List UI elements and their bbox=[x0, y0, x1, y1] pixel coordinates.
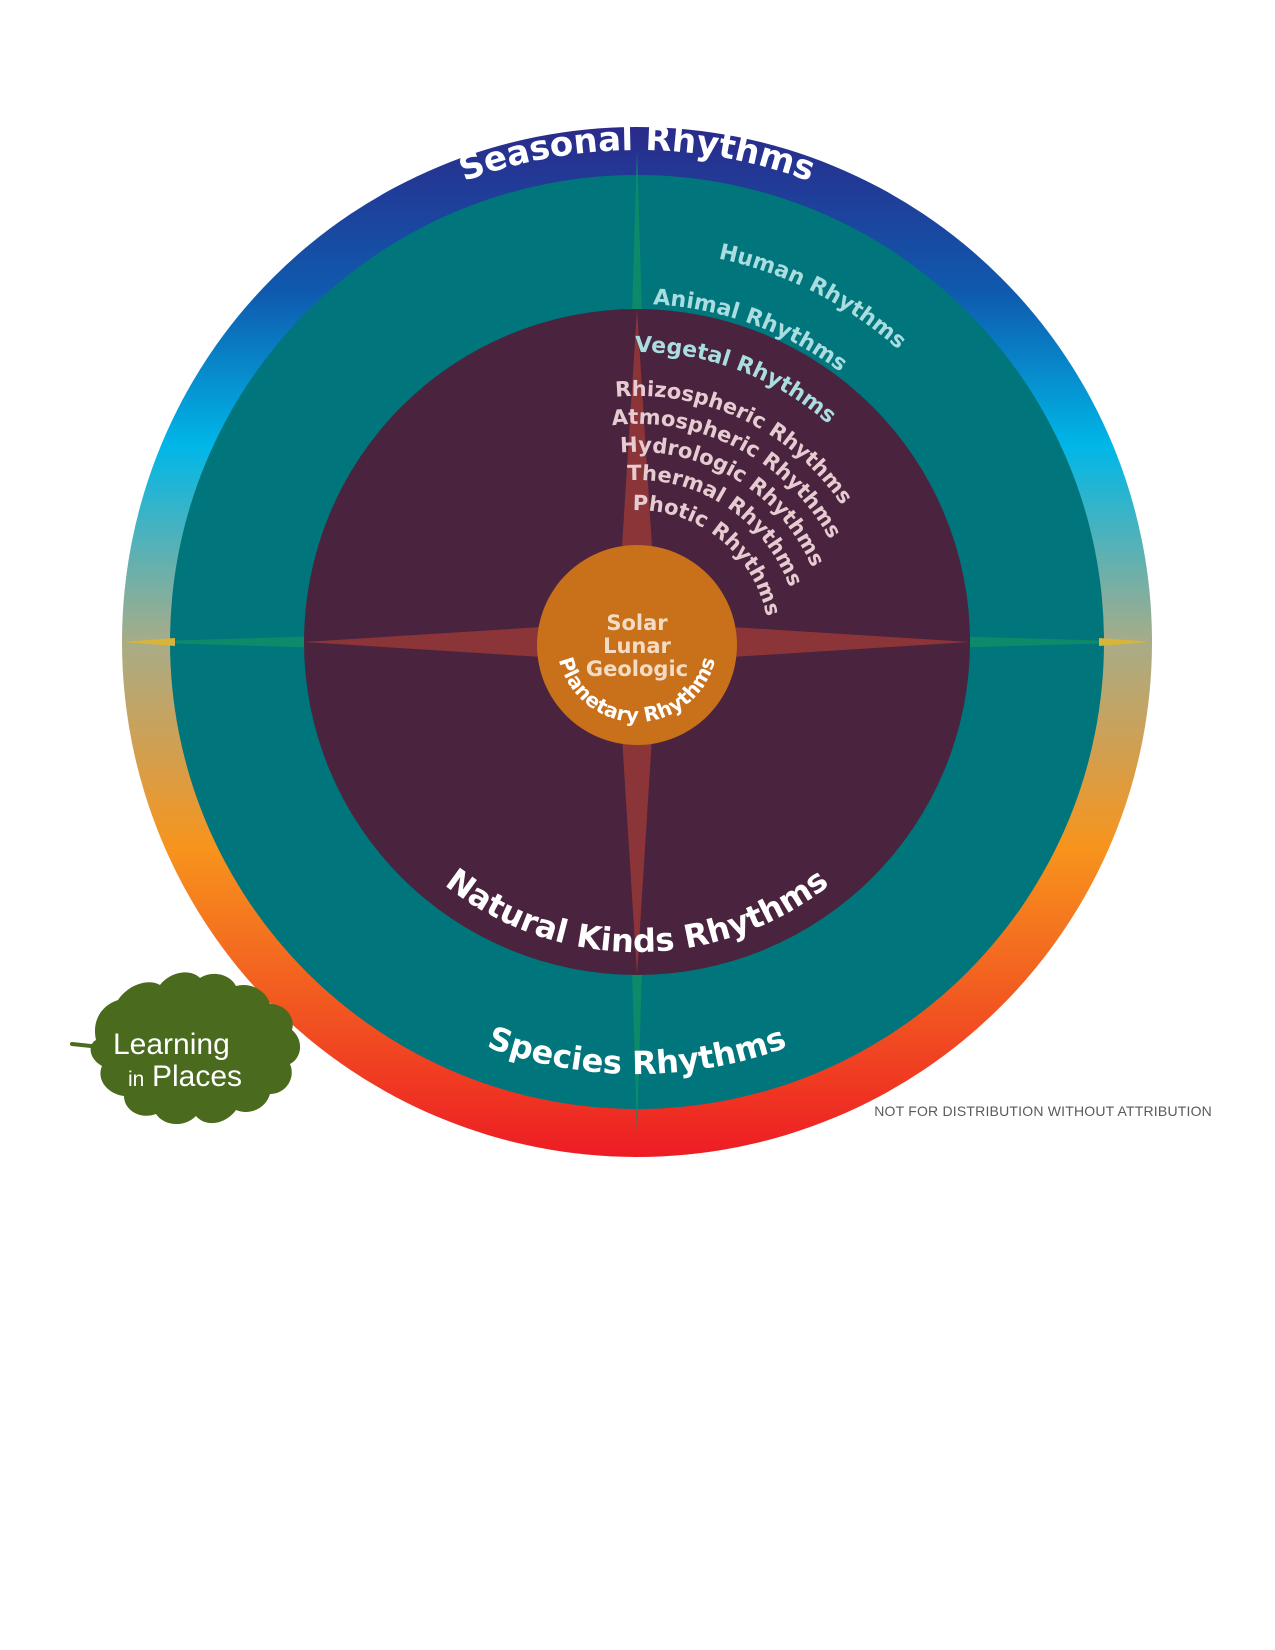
leaf-stem-icon bbox=[70, 1042, 112, 1050]
logo-learning: Learning bbox=[113, 1028, 230, 1061]
logo-in: in bbox=[128, 1068, 144, 1091]
center-labels: Solar Lunar Geologic bbox=[586, 611, 688, 681]
center-line-lunar: Lunar bbox=[603, 634, 671, 658]
leaf-icon bbox=[90, 972, 301, 1125]
ray-tip-right bbox=[1099, 638, 1152, 646]
center-disc bbox=[537, 545, 737, 745]
center-line-geologic: Geologic bbox=[586, 657, 688, 681]
ray-tip-left bbox=[122, 638, 175, 646]
logo-places: Places bbox=[152, 1060, 242, 1093]
attribution-note: NOT FOR DISTRIBUTION WITHOUT ATTRIBUTION bbox=[874, 1103, 1212, 1119]
center-line-solar: Solar bbox=[606, 611, 668, 635]
learning-in-places-logo: Learning in Places bbox=[70, 972, 301, 1125]
